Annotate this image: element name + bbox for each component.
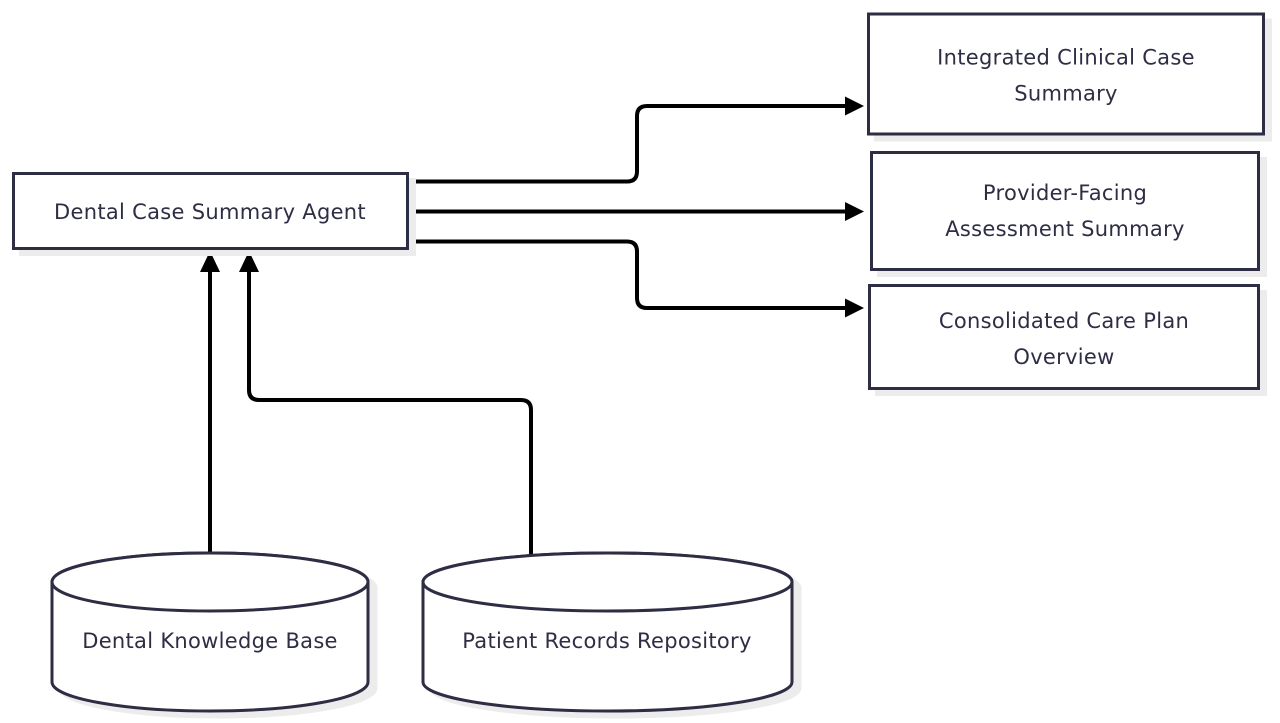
rectangle-shape [12, 172, 409, 250]
node-label-line-2: Summary [1014, 82, 1118, 106]
edge-patient-records-to-agent [247, 272, 533, 572]
node-label: Patient Records Repository [462, 629, 751, 653]
edge-agent-to-integrated-summary [408, 104, 845, 184]
rectangle-shape [867, 12, 1265, 136]
edges-layer [200, 96, 864, 572]
node-label-line-1: Integrated Clinical Case [937, 46, 1195, 70]
node-label: Dental Case Summary Agent [54, 200, 366, 224]
cylinder-top-ellipse [50, 551, 370, 613]
rectangle-shape [868, 284, 1260, 390]
arrowhead-agent-from-knowledge-base [200, 251, 220, 272]
cylinder-top-ellipse [421, 551, 794, 613]
node-patient-records-repository: Patient Records Repository [421, 551, 802, 719]
nodes-layer: Dental Case Summary Agent Integrated Cli… [12, 12, 1272, 719]
arrowhead-integrated-summary [845, 96, 864, 116]
node-label-line-2: Assessment Summary [945, 217, 1185, 241]
edge-agent-to-care-plan [408, 239, 845, 310]
node-label-line-1: Provider-Facing [983, 181, 1147, 205]
arrowhead-care-plan [845, 298, 864, 318]
node-integrated-clinical-case-summary: Integrated Clinical Case Summary [867, 12, 1272, 142]
arrowhead-provider-summary [845, 202, 864, 221]
node-label-line-2: Overview [1013, 345, 1114, 369]
arrowhead-agent-from-patient-records [239, 251, 259, 272]
node-consolidated-care-plan-overview: Consolidated Care Plan Overview [868, 284, 1267, 396]
node-provider-facing-assessment-summary: Provider-Facing Assessment Summary [870, 151, 1267, 277]
rectangle-shape [870, 151, 1260, 271]
node-dental-case-summary-agent: Dental Case Summary Agent [12, 172, 416, 256]
node-dental-knowledge-base: Dental Knowledge Base [50, 551, 378, 719]
node-label: Dental Knowledge Base [82, 629, 338, 653]
node-label-line-1: Consolidated Care Plan [939, 309, 1189, 333]
